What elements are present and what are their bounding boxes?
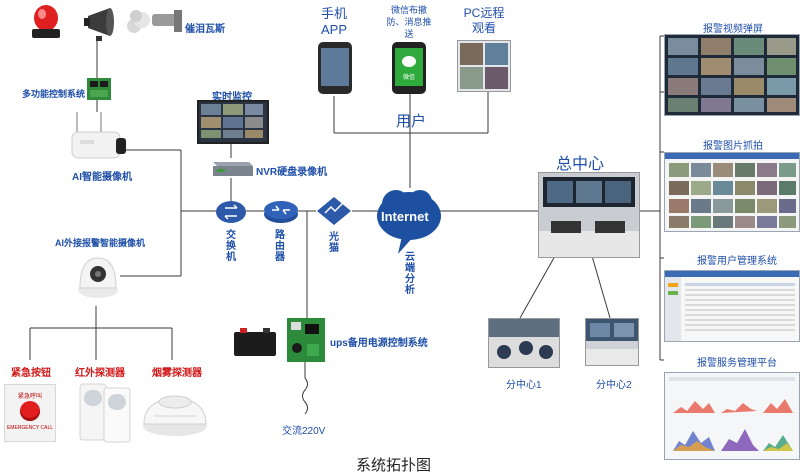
- photo-capture-label: 报警图片抓拍: [703, 141, 763, 152]
- pc-screen-icon: [457, 40, 511, 92]
- router-icon: [263, 200, 299, 224]
- photo-capture-screen: [664, 152, 800, 232]
- sub-center-1-photo: [488, 318, 560, 368]
- sub-center-2-photo: [585, 318, 639, 366]
- switch-label: 交换机: [226, 230, 236, 263]
- wechat-app-screen: 微信: [395, 48, 423, 86]
- router-label: 路由器: [275, 230, 285, 263]
- user-management-screen: [664, 270, 800, 342]
- user-label: 用户: [396, 113, 427, 130]
- smoke-detector-icon: [140, 386, 210, 438]
- phone-screen: [321, 48, 349, 86]
- speaker-horn-icon: [82, 6, 116, 42]
- dome-camera-icon: [76, 252, 120, 300]
- service-platform-charts: [669, 377, 795, 451]
- emergency-button-text-2: EMERGENCY CALL: [6, 425, 54, 431]
- smoke-detector-label: 烟雾探测器: [152, 368, 202, 379]
- emergency-button-icon: 紧急呼叫 EMERGENCY CALL: [4, 384, 56, 442]
- hub-title: 总中心: [556, 156, 605, 173]
- cloud-analysis-label: 云端分析: [405, 252, 415, 296]
- optical-modem-icon: [315, 195, 353, 227]
- emergency-button-knob: [20, 401, 40, 421]
- emergency-button-text-1: 紧急呼叫: [17, 394, 42, 400]
- ir-detector-label: 红外探测器: [75, 368, 125, 379]
- multi-control-label: 多功能控制系统: [22, 89, 86, 99]
- phone-label: 手机APP: [320, 6, 347, 37]
- sub-center-2-label: 分中心2: [596, 380, 632, 391]
- ir-detector-icon: [78, 380, 134, 444]
- ac-label: 交流220V: [282, 426, 326, 437]
- wechat-label: 微信布撤防、消息推送: [386, 5, 432, 39]
- service-platform-screen: [664, 372, 800, 460]
- sub-center-1-label: 分中心1: [506, 380, 542, 391]
- nvr-icon: [209, 158, 253, 178]
- pc-label: PC远程观看: [463, 6, 505, 35]
- video-popup-label: 报警视频弹屏: [703, 24, 763, 35]
- tear-gas-device-icon: [124, 6, 186, 38]
- monitor-screen: [197, 100, 269, 144]
- ai-ext-camera-label: AI外接报警智能摄像机: [55, 238, 146, 248]
- switch-icon: [215, 199, 247, 225]
- video-popup-screen: [664, 34, 800, 116]
- user-management-label: 报警用户管理系统: [697, 256, 777, 267]
- ai-camera-label: AI智能摄像机: [72, 172, 132, 183]
- hub-photo: [538, 172, 640, 258]
- internet-cloud-icon: [374, 186, 444, 258]
- internet-label: Internet: [381, 209, 429, 224]
- diagram-caption: 系统拓扑图: [356, 458, 432, 474]
- optical-modem-label: 光猫: [329, 232, 339, 254]
- multi-control-module-icon: [87, 78, 111, 100]
- battery-icon: [232, 326, 278, 358]
- alarm-light-icon: [26, 4, 66, 40]
- ups-board-icon: [287, 318, 325, 362]
- wechat-logo-icon: [402, 56, 416, 67]
- wechat-phone-icon: 微信: [392, 42, 426, 94]
- wechat-app-text: 微信: [402, 75, 415, 81]
- phone-icon: [318, 42, 352, 94]
- monitor-label: 实时监控: [212, 92, 252, 103]
- tear-gas-label: 催泪瓦斯: [185, 24, 225, 35]
- ups-label: ups备用电源控制系统: [330, 338, 428, 349]
- ai-camera-icon: [66, 112, 128, 164]
- nvr-label: NVR硬盘录像机: [256, 167, 328, 178]
- service-platform-label: 报警服务管理平台: [697, 358, 777, 369]
- emergency-button-label: 紧急按钮: [11, 368, 51, 379]
